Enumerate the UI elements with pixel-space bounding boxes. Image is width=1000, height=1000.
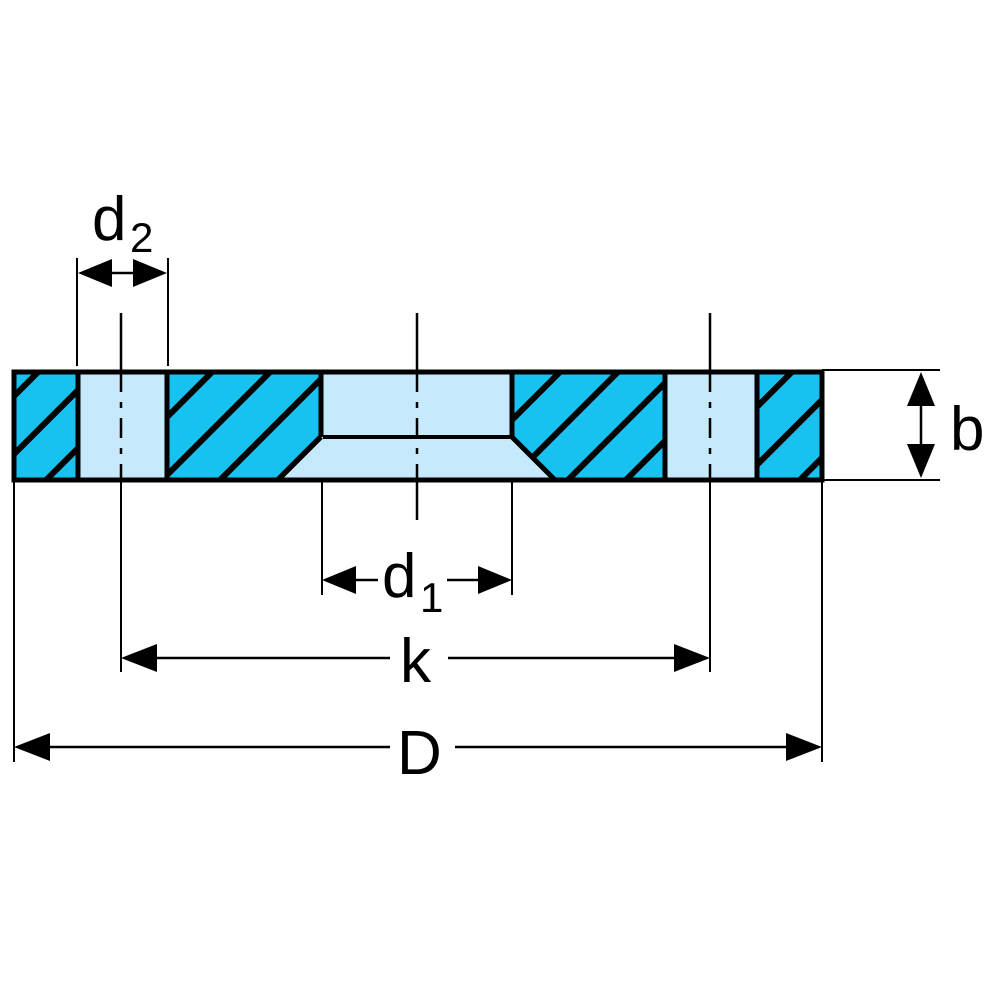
label-D: D <box>397 719 442 788</box>
arrowhead <box>14 733 50 761</box>
section-right-inner <box>512 372 665 480</box>
label-k: k <box>400 627 432 696</box>
section-hatch <box>14 372 822 480</box>
arrowhead <box>78 259 112 287</box>
label-b: b <box>950 395 984 464</box>
section-right-outer <box>757 372 822 480</box>
arrowhead <box>674 644 710 672</box>
label-d1: d <box>382 542 416 611</box>
arrowhead <box>478 566 512 594</box>
arrowhead <box>907 372 935 406</box>
centerlines <box>119 313 712 520</box>
extension-lines <box>13 258 940 762</box>
label-d2: d <box>92 185 126 254</box>
label-d2-subscript: 2 <box>130 214 153 261</box>
arrowhead <box>907 444 935 478</box>
dimension-lines <box>14 259 935 761</box>
arrowhead <box>322 566 356 594</box>
section-left-outer <box>14 372 78 480</box>
arrowhead <box>786 733 822 761</box>
label-d1-subscript: 1 <box>420 574 443 621</box>
arrowhead <box>133 259 167 287</box>
arrowhead <box>121 644 157 672</box>
section-left-inner <box>167 372 321 480</box>
